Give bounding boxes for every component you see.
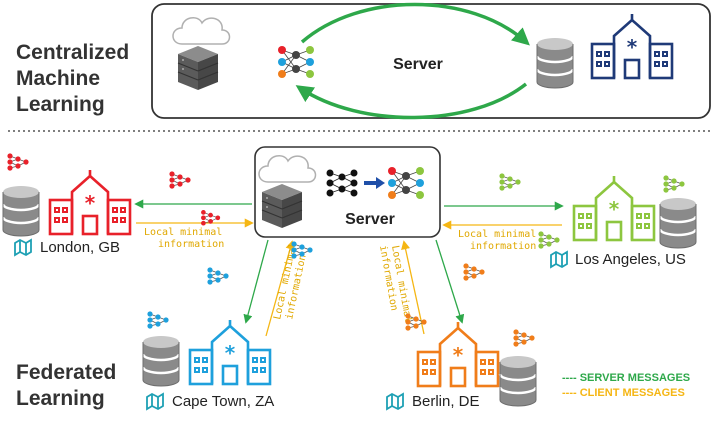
hospital-icon: [188, 318, 272, 386]
legend-client-messages: ---- CLIENT MESSAGES: [562, 387, 685, 399]
hospital-icon: [416, 320, 500, 388]
hospital-icon: [48, 168, 132, 236]
city-label-los-angeles: Los Angeles, US: [575, 251, 686, 268]
map-pin-icon: [14, 239, 32, 256]
map-pin-icon: [550, 251, 568, 268]
neural-network-icon: [6, 152, 30, 172]
city-label-london: London, GB: [40, 239, 121, 256]
neural-network-icon: [290, 240, 314, 260]
la-annotation-line2: information: [470, 241, 536, 252]
city-label-berlin: Berlin, DE: [412, 393, 480, 410]
la-annotation-line1: Local minimal: [458, 229, 536, 240]
neural-network-icon: [498, 172, 522, 192]
client-message-arrow-berlin: [401, 240, 425, 335]
client-message-arrow-capetown: [265, 240, 295, 337]
neural-network-icon: [404, 312, 428, 332]
server-to-client-arrow: [300, 2, 530, 46]
map-pin-icon: [146, 393, 164, 410]
neural-network-icon: [537, 230, 561, 250]
neural-network-icon: [206, 266, 230, 286]
database-icon: [498, 354, 538, 408]
city-label-cape-town: Cape Town, ZA: [172, 393, 275, 410]
neural-network-icon: [662, 174, 686, 194]
map-pin-icon: [386, 393, 404, 410]
client-to-server-arrow: [295, 82, 528, 120]
federated-heading-line1: Federated: [16, 361, 117, 384]
server-message-arrow-berlin: [435, 239, 465, 324]
london-annotation-line1: Local minimal: [144, 227, 222, 238]
legend-server-messages: ---- SERVER MESSAGES: [562, 372, 691, 384]
database-icon: [658, 196, 698, 250]
neural-network-icon: [462, 262, 486, 282]
central-server-label: Server: [393, 56, 443, 73]
server-rack-icon: [177, 45, 219, 91]
neural-network-icon: [168, 170, 192, 190]
centralized-heading-line1: Centralized: [16, 41, 130, 64]
london-annotation-line2: information: [158, 239, 224, 250]
database-icon: [1, 184, 41, 238]
centralized-heading-line2: Machine: [16, 67, 101, 90]
database-icon: [141, 334, 181, 388]
neural-network-icon: [512, 328, 536, 348]
neural-network-icon: [146, 310, 170, 330]
federated-server-label: Server: [345, 211, 395, 228]
federated-heading-line2: Learning: [16, 387, 105, 410]
centralized-heading-line3: Learning: [16, 93, 105, 116]
database-icon: [535, 36, 575, 90]
server-rack-icon: [261, 183, 303, 229]
hospital-icon: [572, 174, 656, 242]
server-message-arrow-capetown: [243, 239, 269, 324]
